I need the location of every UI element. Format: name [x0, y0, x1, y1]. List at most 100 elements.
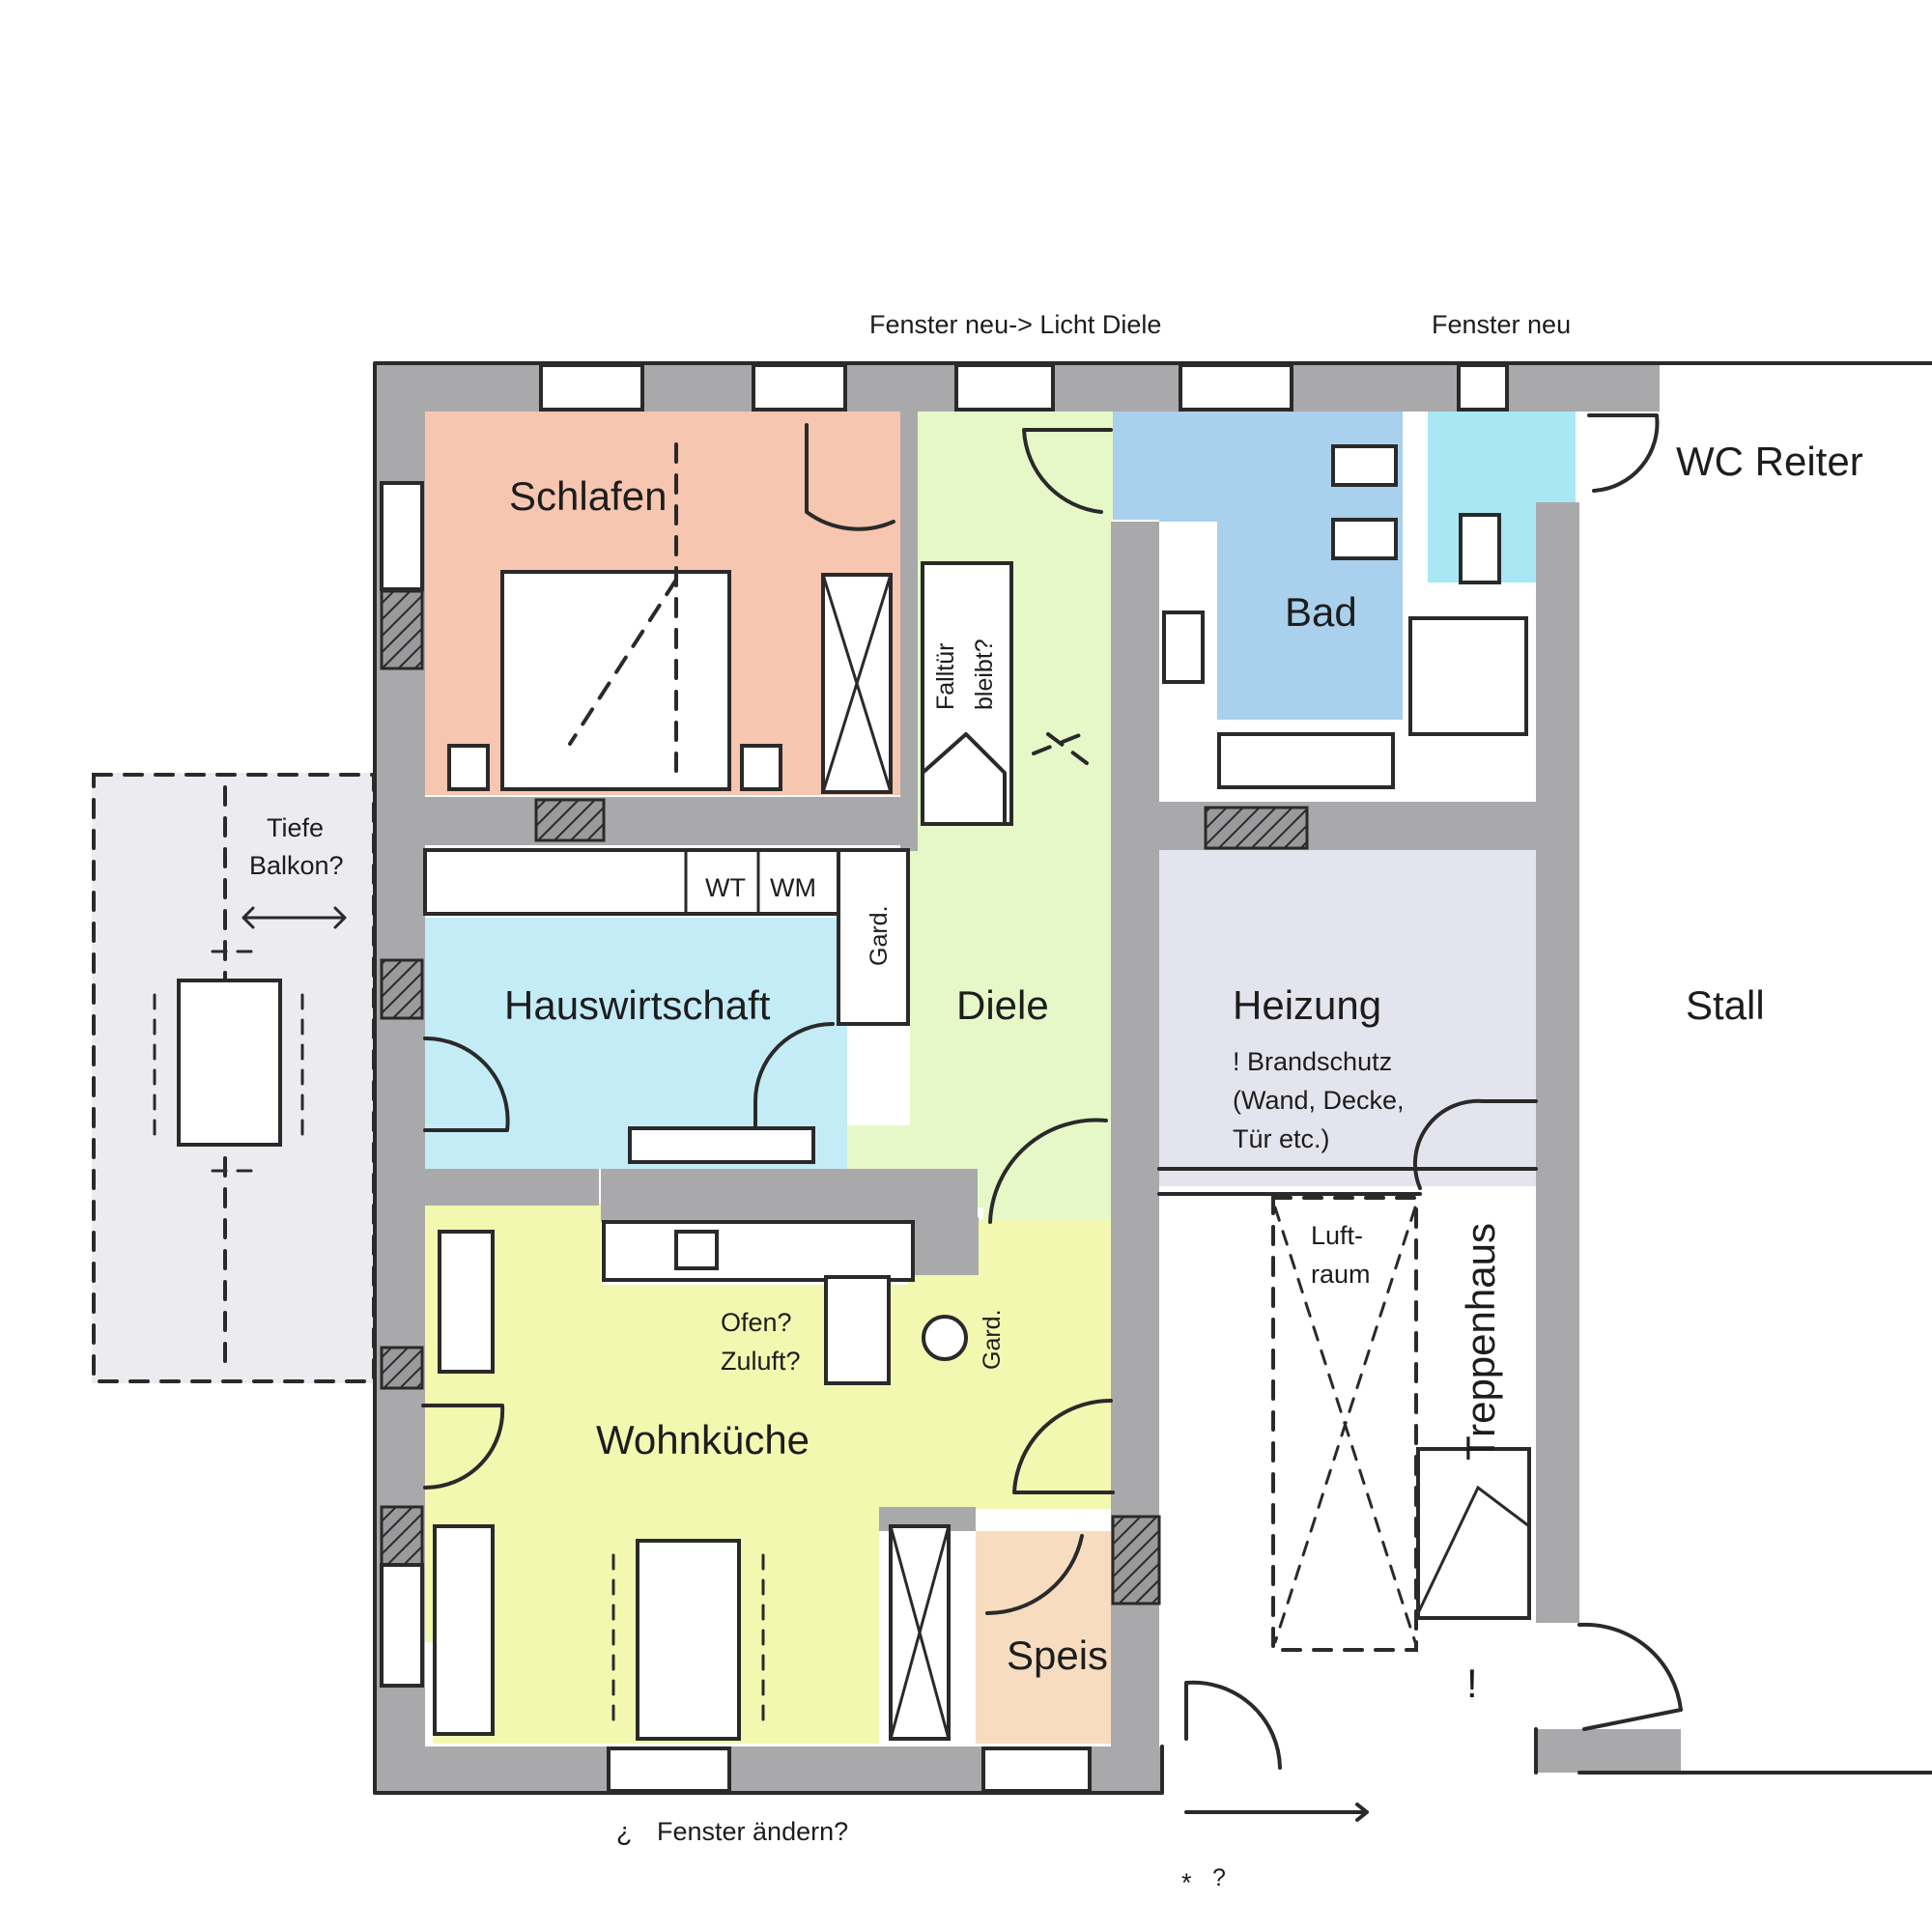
bad-sink: [1162, 611, 1205, 684]
label-stall: Stall: [1686, 982, 1765, 1028]
window-top-1: [539, 363, 644, 412]
chimney-left-4: [380, 1505, 424, 1567]
door-hw-left: [423, 1036, 510, 1132]
label-heizung: Heizung: [1233, 982, 1381, 1028]
stove: [824, 1275, 891, 1385]
speis-fill: [976, 1531, 1121, 1744]
wall-kitchen-box: [913, 1217, 979, 1275]
note-labels: Fenster neu-> Licht Diele Fenster neu Fa…: [249, 310, 1571, 1897]
window-top-2: [752, 363, 847, 412]
stair-treppenhaus: [1416, 1447, 1531, 1620]
note-wt: WT: [705, 873, 746, 902]
hw-shelf: [628, 1126, 815, 1164]
arrow-bottom: [1184, 1803, 1369, 1822]
window-bottom-1: [607, 1746, 731, 1793]
note-brandschutz-1: ! Brandschutz: [1233, 1047, 1392, 1076]
note-fenster-neu: Fenster neu: [1432, 310, 1571, 339]
shower: [1408, 616, 1528, 736]
kitchen-furniture: [421, 1118, 1115, 1741]
heizung-fill: [1159, 850, 1536, 1186]
window-left-1: [380, 481, 424, 591]
window-bottom-2: [981, 1746, 1092, 1793]
diele-furniture: [921, 428, 1113, 826]
door-speis: [985, 1534, 1084, 1615]
note-question-small: ?: [1212, 1864, 1226, 1891]
chimney-bad: [1204, 806, 1309, 850]
kitchen-sink: [674, 1230, 719, 1270]
note-balkon: Balkon?: [249, 851, 344, 880]
window-top-3: [954, 363, 1055, 412]
stair-box: [921, 561, 1013, 826]
bathtub: [1217, 732, 1395, 789]
wall-schlafen-diele: [900, 412, 918, 851]
label-treppenhaus: Treppenhaus: [1458, 1223, 1503, 1461]
dining-table: [636, 1539, 741, 1741]
label-wc-reiter: WC Reiter: [1676, 439, 1863, 484]
note-wm: WM: [770, 873, 816, 902]
wall-hw-kueche: [425, 1169, 599, 1206]
bad-furniture: [1162, 413, 1660, 789]
label-speis: Speis: [1007, 1633, 1108, 1678]
label-diele: Diele: [956, 982, 1049, 1028]
note-asterisk: *: [1181, 1868, 1192, 1897]
hw-gard: [837, 848, 910, 1026]
kitchen-bench: [433, 1524, 495, 1736]
note-ofen: Ofen?: [721, 1308, 792, 1337]
label-hauswirtschaft: Hauswirtschaft: [504, 982, 771, 1028]
stair-area: [1157, 1098, 1683, 1822]
wall-schlafen-hw: [425, 797, 913, 845]
nightstand-right: [740, 744, 782, 791]
chimney-schlafen: [534, 798, 606, 842]
note-exclaim: !: [1466, 1661, 1478, 1706]
note-falltuer: Falltür: [932, 643, 959, 710]
door-schlafen: [805, 423, 895, 531]
window-left-2: [380, 1563, 424, 1688]
balcony-outline: [92, 773, 376, 1383]
note-fenster-aendern: Fenster ändern?: [657, 1817, 848, 1846]
note-zuluft: Zuluft?: [721, 1347, 801, 1376]
door-diele-top: [1022, 428, 1113, 514]
chimneys: [380, 589, 1309, 1605]
label-wohnkueche: Wohnküche: [596, 1417, 810, 1462]
wc-bowl: [1459, 513, 1501, 584]
door-kitchen-left: [421, 1404, 505, 1491]
schlafen-furniture: [447, 423, 895, 794]
wall-right-inner: [1536, 502, 1579, 1623]
door-bottom-entrance: [1184, 1680, 1282, 1770]
door-kitchen-top: [988, 1118, 1108, 1224]
chimney-left-2: [380, 958, 424, 1020]
kitchen-counter: [602, 1220, 915, 1282]
nightstand-left: [447, 744, 490, 791]
note-tiefe: Tiefe: [267, 813, 324, 842]
door-kitchen-right: [1012, 1398, 1115, 1494]
note-raum: raum: [1311, 1260, 1371, 1289]
bad-cabinet-1: [1331, 444, 1398, 487]
balcony: [92, 773, 376, 1383]
wt-wm-counter: [423, 848, 840, 916]
bed: [500, 570, 731, 791]
balcony-table: [177, 979, 282, 1147]
door-heizung: [1412, 1098, 1538, 1190]
note-luft: Luft-: [1311, 1221, 1363, 1250]
note-question-left: ¿: [616, 1817, 633, 1846]
wall-kitchen-top: [601, 1169, 978, 1222]
note-gard-2: Gard.: [979, 1309, 1006, 1370]
window-top-5: [1457, 363, 1509, 412]
label-bad: Bad: [1285, 589, 1357, 635]
chimney-left-3: [380, 1346, 424, 1390]
outline: [373, 361, 1932, 1795]
luftraum-outline: [1271, 1196, 1418, 1652]
label-schlafen: Schlafen: [509, 473, 667, 519]
note-bleibt: bleibt?: [971, 639, 998, 710]
window-top-4: [1179, 363, 1293, 412]
wall-stall-bottom: [1536, 1729, 1681, 1773]
bad-fill: [1113, 411, 1403, 720]
note-brandschutz-2: (Wand, Decke,: [1233, 1086, 1405, 1115]
chimney-speis: [1111, 1515, 1161, 1605]
chimney-left-1: [380, 589, 424, 670]
note-gard-1: Gard.: [866, 905, 893, 966]
room-labels: Schlafen Bad WC Reiter Hauswirtschaft Di…: [504, 439, 1863, 1678]
bad-cabinet-2: [1331, 518, 1398, 560]
oven: [922, 1315, 968, 1361]
